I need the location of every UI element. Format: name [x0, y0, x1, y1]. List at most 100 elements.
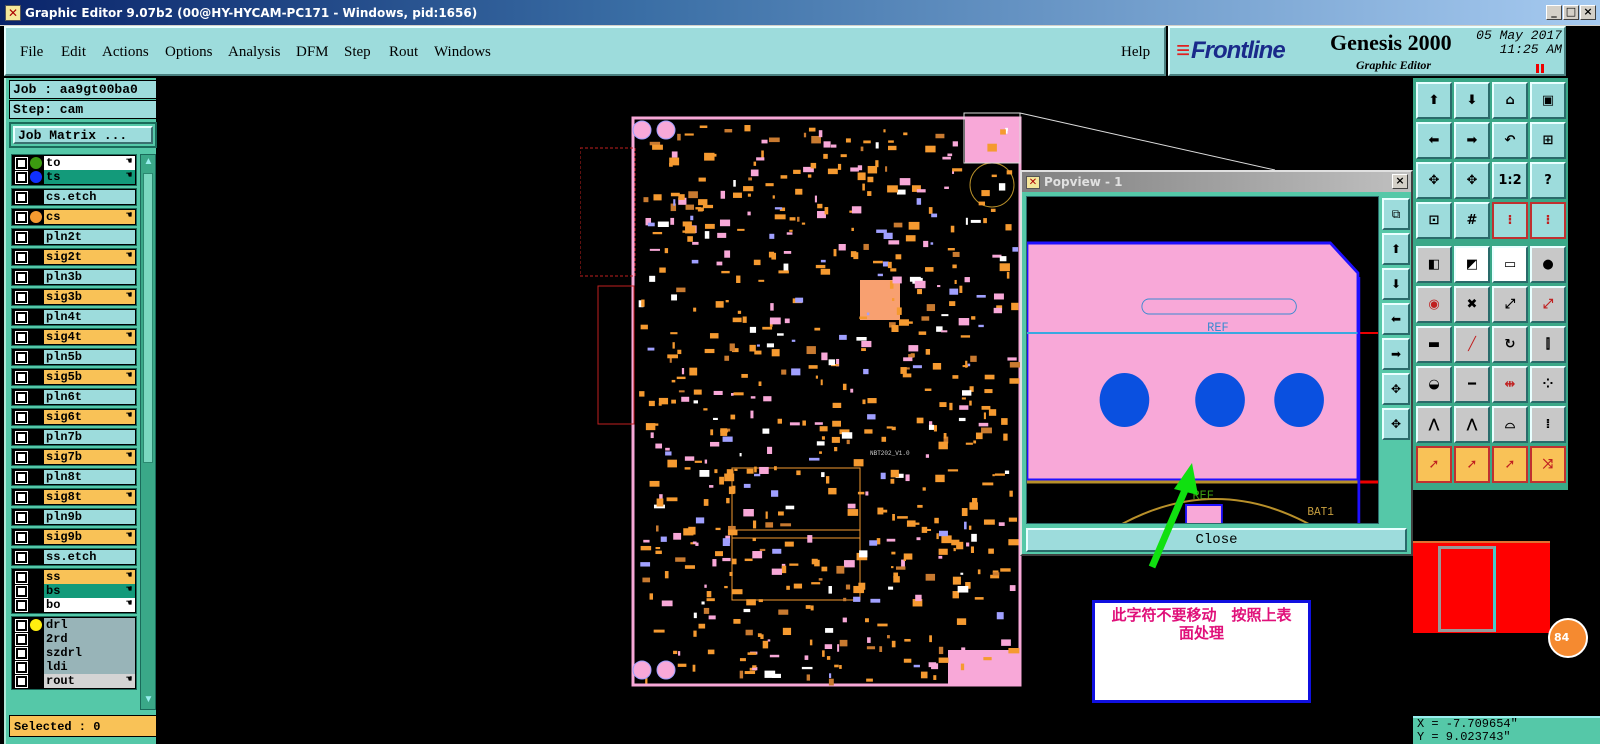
layer-row-sig8t[interactable]: sig8t☚	[13, 490, 135, 504]
layer-name[interactable]: to☚	[44, 156, 135, 170]
layer-checkbox[interactable]	[15, 584, 28, 598]
layers-icon[interactable]: ⁝	[1530, 202, 1566, 239]
menu-actions[interactable]: Actions	[102, 44, 149, 60]
menu-options[interactable]: Options	[165, 44, 213, 60]
layer-checkbox[interactable]	[15, 210, 28, 224]
affected-hand-icon[interactable]: ☚	[125, 675, 132, 686]
affected-hand-icon[interactable]: ☚	[125, 599, 132, 610]
line-icon[interactable]: ▬	[1416, 326, 1452, 363]
layer-checkbox[interactable]	[15, 632, 28, 646]
layer-color-dot[interactable]	[30, 619, 42, 631]
line-horizontal-icon[interactable]: ━	[1454, 366, 1490, 403]
snap-icon[interactable]: ⊡	[1416, 202, 1452, 239]
affected-hand-icon[interactable]: ☚	[125, 411, 132, 422]
layer-checkbox[interactable]	[15, 190, 28, 204]
layer-name[interactable]: sig6t☚	[44, 410, 135, 424]
layer-checkbox[interactable]	[15, 618, 28, 632]
menu-help[interactable]: Help	[1121, 44, 1151, 60]
zoom-fit-icon[interactable]: ✥	[1454, 162, 1490, 199]
mirror-icon[interactable]: ⫿	[1530, 326, 1566, 363]
menu-rout[interactable]: Rout	[389, 44, 419, 60]
layer-row-pln9b[interactable]: pln9b	[13, 510, 135, 524]
layer-name[interactable]: sig3b☚	[44, 290, 135, 304]
affected-hand-icon[interactable]: ☚	[125, 491, 132, 502]
layer-color-dot[interactable]	[30, 157, 42, 169]
affected-hand-icon[interactable]: ☚	[125, 585, 132, 596]
layer-checkbox[interactable]	[15, 310, 28, 324]
layer-name[interactable]: sig2t☚	[44, 250, 135, 264]
peak-icon[interactable]: ⋀	[1454, 406, 1490, 443]
pads-icon[interactable]: ⁘	[1530, 366, 1566, 403]
zoom-in-icon[interactable]: ⊞	[1530, 122, 1566, 159]
offset-icon[interactable]: ⋀	[1416, 406, 1452, 443]
layer-row-drl[interactable]: drl	[13, 618, 135, 632]
layer-row-bo[interactable]: bo☚	[13, 598, 135, 612]
layer-name[interactable]: pln2t	[44, 230, 135, 244]
affected-hand-icon[interactable]: ☚	[125, 571, 132, 582]
undo-view-icon[interactable]: ↶	[1492, 122, 1528, 159]
arc-icon[interactable]: ◒	[1416, 366, 1452, 403]
layer-checkbox[interactable]	[15, 450, 28, 464]
layer-checkbox[interactable]	[15, 330, 28, 344]
bridge-icon[interactable]: ⌓	[1492, 406, 1528, 443]
spacing-icon[interactable]: ⇹	[1492, 366, 1528, 403]
layer-checkbox[interactable]	[15, 674, 28, 688]
layer-name[interactable]: sig8t☚	[44, 490, 135, 504]
job-matrix-button[interactable]: Job Matrix ...	[13, 126, 153, 144]
layer-row-pln3b[interactable]: pln3b	[13, 270, 135, 284]
layer-row-cs-etch[interactable]: cs.etch	[13, 190, 135, 204]
menu-windows[interactable]: Windows	[434, 44, 491, 60]
zoom-window-icon[interactable]: ▣	[1530, 82, 1566, 119]
layer-name[interactable]: pln5b	[44, 350, 135, 364]
layer-row-ss-etch[interactable]: ss.etch	[13, 550, 135, 564]
move-up-icon[interactable]: ⬆	[1416, 82, 1452, 119]
affected-hand-icon[interactable]: ☚	[125, 331, 132, 342]
menu-analysis[interactable]: Analysis	[228, 44, 281, 60]
popview-zoom-in-icon[interactable]: ✥	[1382, 373, 1410, 405]
layer-checkbox[interactable]	[15, 430, 28, 444]
layer-row-pln7b[interactable]: pln7b	[13, 430, 135, 444]
layer-row-pln5b[interactable]: pln5b	[13, 350, 135, 364]
layer-row-sig7b[interactable]: sig7b☚	[13, 450, 135, 464]
layer-row-sig2t[interactable]: sig2t☚	[13, 250, 135, 264]
layer-name[interactable]: pln7b	[44, 430, 135, 444]
layer-checkbox[interactable]	[15, 490, 28, 504]
layer-row-to[interactable]: to☚	[13, 156, 135, 170]
menu-file[interactable]: File	[20, 44, 44, 60]
menu-step[interactable]: Step	[344, 44, 371, 60]
layer-name[interactable]: ldi	[44, 660, 135, 674]
popview-zoom-out-icon[interactable]: ✥	[1382, 408, 1410, 440]
measure-box-icon[interactable]: ◩	[1454, 246, 1490, 283]
layer-name[interactable]: ss.etch	[44, 550, 135, 564]
delete-x-icon[interactable]: ✖	[1454, 286, 1490, 323]
ruler-icon[interactable]: ▭	[1492, 246, 1528, 283]
layer-row-pln6t[interactable]: pln6t	[13, 390, 135, 404]
layer-row-pln8t[interactable]: pln8t	[13, 470, 135, 484]
popview-left-icon[interactable]: ⬅	[1382, 303, 1410, 335]
help-icon[interactable]: ?	[1530, 162, 1566, 199]
affected-hand-icon[interactable]: ☚	[125, 451, 132, 462]
popview-canvas[interactable]: REF REF BAT1	[1026, 196, 1379, 524]
affected-hand-icon[interactable]: ☚	[125, 157, 132, 168]
popview-close-icon[interactable]: ×	[1392, 174, 1408, 189]
select-net-icon[interactable]: ⤨	[1530, 446, 1566, 483]
layer-name[interactable]: cs.etch	[44, 190, 135, 204]
text-icon[interactable]: ⁞	[1530, 406, 1566, 443]
layer-name[interactable]: pln8t	[44, 470, 135, 484]
layer-row-rout[interactable]: rout☚	[13, 674, 135, 688]
affected-hand-icon[interactable]: ☚	[125, 371, 132, 382]
pause-icon[interactable]	[1536, 64, 1544, 73]
layer-checkbox[interactable]	[15, 410, 28, 424]
record-icon[interactable]: ●	[1530, 246, 1566, 283]
affected-hand-icon[interactable]: ☚	[125, 211, 132, 222]
layer-row-pln2t[interactable]: pln2t	[13, 230, 135, 244]
rotate-icon[interactable]: ↻	[1492, 326, 1528, 363]
layer-checkbox[interactable]	[15, 646, 28, 660]
popview-copy-icon[interactable]: ⧉	[1382, 198, 1410, 230]
zoomed-pad-view[interactable]	[1413, 541, 1550, 633]
maximize-button[interactable]: □	[1563, 5, 1579, 20]
affected-hand-icon[interactable]: ☚	[125, 291, 132, 302]
layer-name[interactable]: pln4t	[44, 310, 135, 324]
measure-icon[interactable]: ◧	[1416, 246, 1452, 283]
layer-name[interactable]: pln6t	[44, 390, 135, 404]
